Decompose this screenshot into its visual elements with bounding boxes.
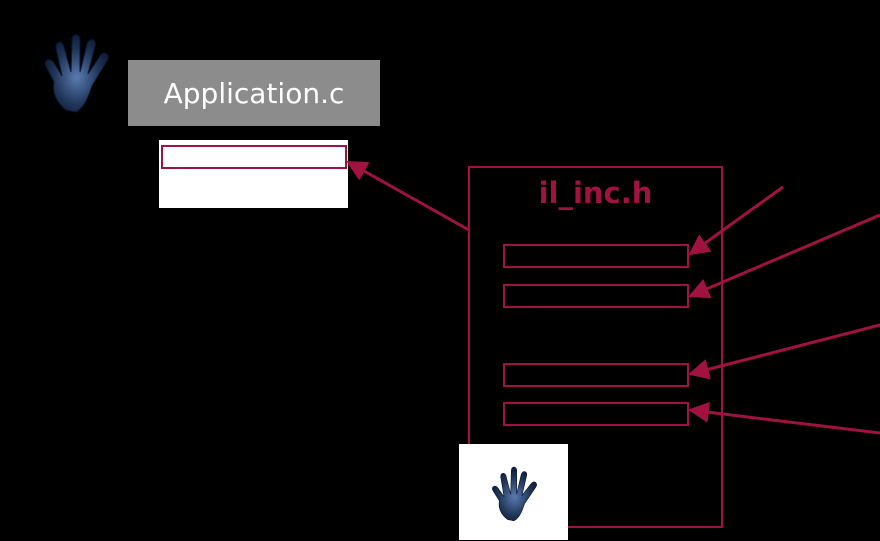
include-slot	[161, 145, 347, 169]
header-slot-3	[503, 363, 689, 387]
header-slot-1	[503, 244, 689, 268]
arrow-include	[346, 160, 470, 232]
source-file-title: Application.c	[163, 76, 345, 110]
source-file-body	[159, 140, 348, 208]
hand-icon	[481, 460, 547, 526]
source-file-header: Application.c	[128, 60, 380, 126]
hand-card	[459, 444, 568, 540]
hand-icon	[26, 22, 126, 122]
header-slot-2	[503, 284, 689, 308]
header-slot-4	[503, 402, 689, 426]
header-file-title: il_inc.h	[538, 176, 653, 210]
